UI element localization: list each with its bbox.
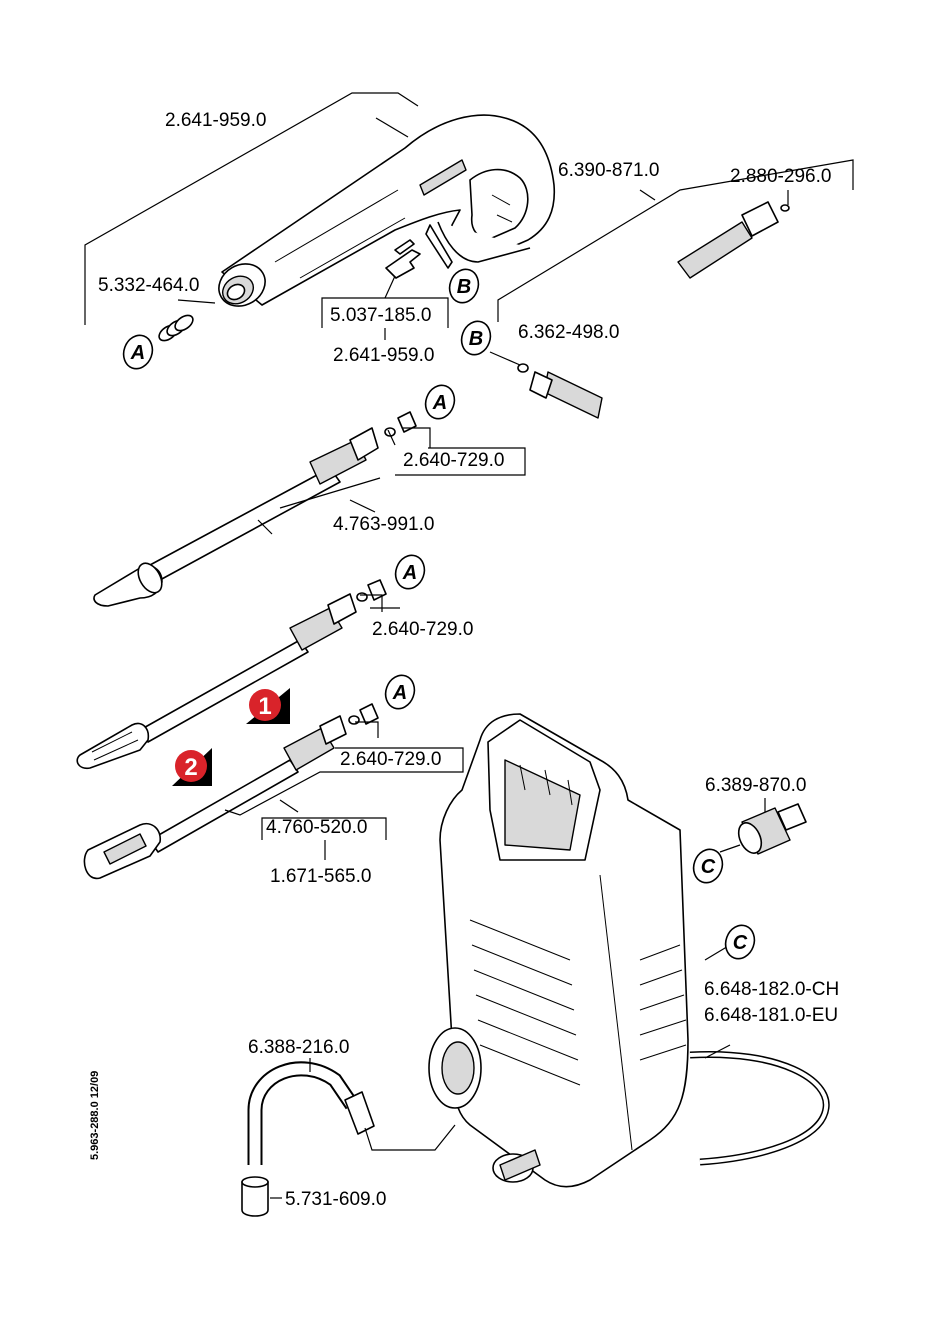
water-inlet-coupling <box>734 804 806 857</box>
callout-a-label: A <box>402 562 417 584</box>
detergent-hose <box>255 1069 374 1165</box>
callout-a-label: A <box>432 392 447 414</box>
label-nozzle-set-2: 2.640-729.0 <box>372 619 473 640</box>
lance-standard <box>77 580 386 768</box>
label-hose-coupling: 6.362-498.0 <box>518 322 619 343</box>
callout-b-label: B <box>469 328 483 350</box>
document-reference: 5.963-288.0 12/09 <box>89 1071 101 1160</box>
callout-c-body: C <box>721 921 759 963</box>
callout-b-hose: B <box>457 317 495 359</box>
locking-clip <box>386 240 420 278</box>
trigger-gun <box>211 115 554 314</box>
callout-c-label: C <box>701 856 716 878</box>
label-cable-ch: 6.648-182.0-CH <box>704 979 839 1000</box>
label-hose-assembly: 6.390-871.0 <box>558 160 659 181</box>
label-o-ring-set: 5.332-464.0 <box>98 275 199 296</box>
label-cable-eu: 6.648-181.0-EU <box>704 1005 838 1026</box>
callout-b-label: B <box>457 276 471 298</box>
label-detergent-hose: 6.388-216.0 <box>248 1037 349 1058</box>
callout-a-lance3: A <box>381 671 419 713</box>
label-clip: 5.037-185.0 <box>330 305 431 326</box>
callout-b-gun: B <box>445 265 483 307</box>
label-lance-dirt-blaster: 4.763-991.0 <box>333 514 434 535</box>
o-ring-set <box>156 312 195 343</box>
badge-2-label: 2 <box>184 754 197 781</box>
callout-a-label: A <box>130 342 145 364</box>
callout-a-gun: A <box>119 331 157 373</box>
callout-c-label: C <box>733 932 748 954</box>
label-gun-assembly-top: 2.641-959.0 <box>165 110 266 131</box>
label-gun-assembly-bottom: 2.641-959.0 <box>333 345 434 366</box>
callout-a-lance1: A <box>421 381 459 423</box>
label-nozzle-set-3: 2.640-729.0 <box>340 749 441 770</box>
badge-1: 1 <box>246 688 290 724</box>
label-water-inlet: 6.389-870.0 <box>705 775 806 796</box>
label-o-ring-small: 2.880-296.0 <box>730 166 831 187</box>
label-lance-vario-outer: 1.671-565.0 <box>270 866 371 887</box>
callout-a-lance2: A <box>391 551 429 593</box>
callout-a-label: A <box>392 682 407 704</box>
badge-1-label: 1 <box>258 693 271 720</box>
high-pressure-hose <box>518 202 789 419</box>
suction-filter <box>242 1177 268 1216</box>
badge-2: 2 <box>172 748 212 786</box>
label-lance-vario-inner: 4.760-520.0 <box>266 817 367 838</box>
label-nozzle-set-1: 2.640-729.0 <box>403 450 504 471</box>
label-filter: 5.731-609.0 <box>285 1189 386 1210</box>
